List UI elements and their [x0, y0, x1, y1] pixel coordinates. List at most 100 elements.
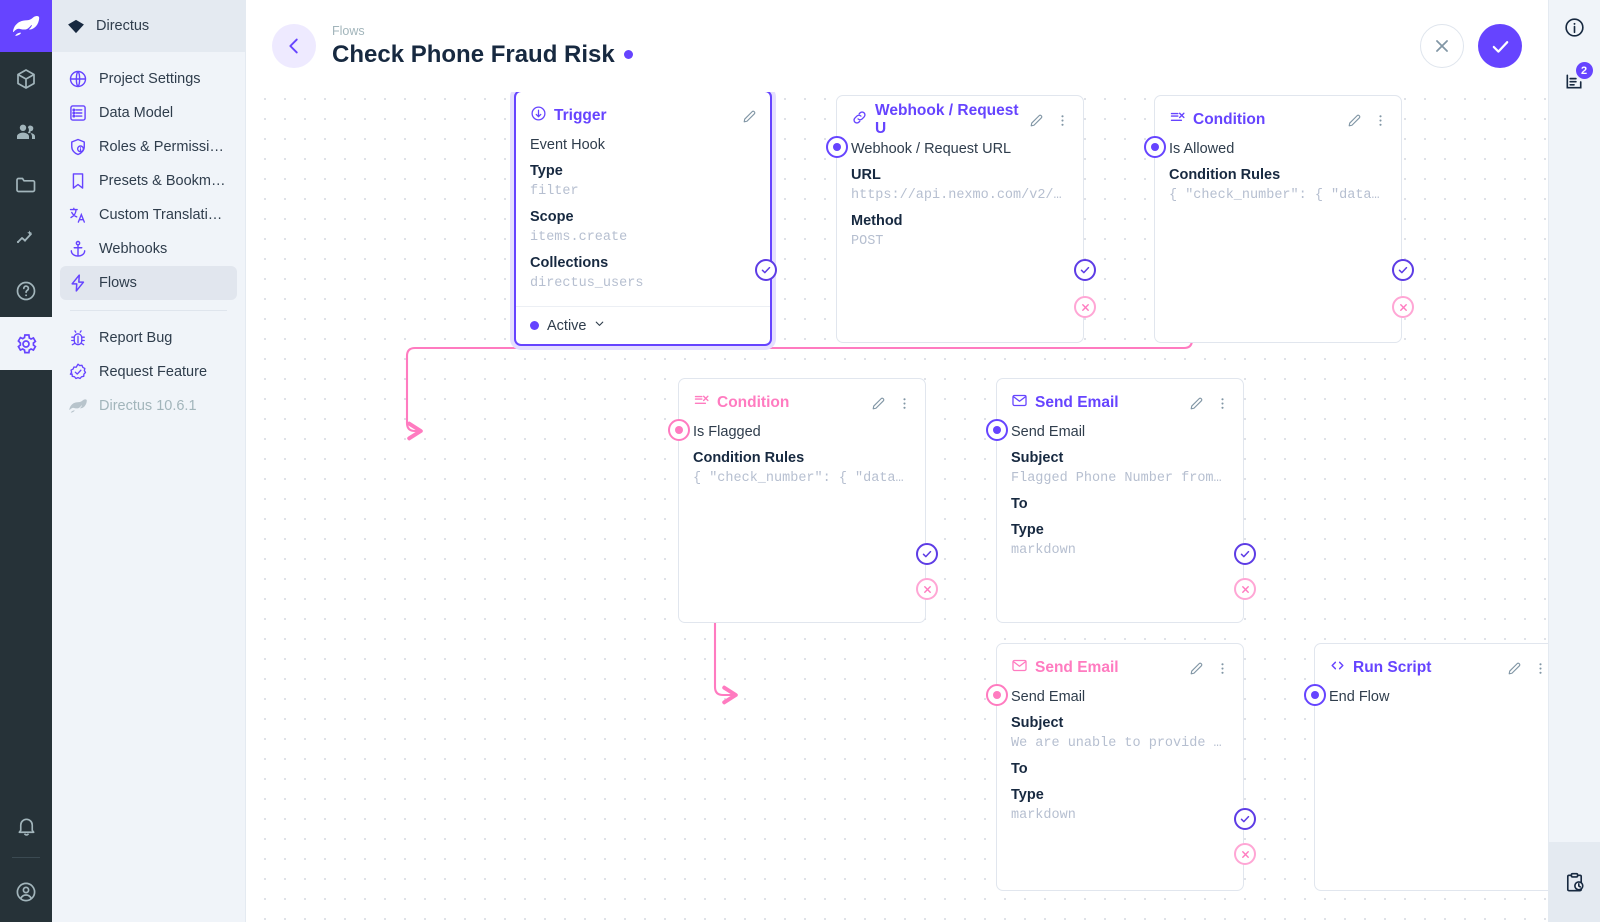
port-reject-send-email-unable[interactable] [1234, 843, 1256, 865]
edit-pencil-icon[interactable] [1188, 660, 1205, 677]
sidebar-title: Directus [96, 18, 150, 34]
edit-pencil-icon[interactable] [870, 395, 887, 412]
flow-node-run-script[interactable]: Run Script End Flow [1314, 643, 1548, 891]
port-input-condition-is-allowed[interactable] [1144, 136, 1166, 158]
sidebar-item-file-library[interactable] [0, 158, 52, 211]
flow-node-condition-is-flagged[interactable]: Condition Is Flagged Condition Rules [678, 378, 926, 623]
sidebar-nav: Project Settings Data Model Roles & Perm… [52, 52, 245, 389]
sidebar-item-request-feature[interactable]: Request Feature [60, 355, 237, 389]
sidebar-item-settings[interactable] [0, 317, 52, 370]
node-type-label: Send Email [1035, 659, 1119, 676]
breadcrumb: Flows Check Phone Fraud Risk [332, 23, 633, 70]
port-reject-webhook[interactable] [1074, 296, 1096, 318]
sidebar-divider [70, 310, 227, 311]
flow-node-send-email-flagged[interactable]: Send Email Send Email Subject Flagged [996, 378, 1244, 623]
port-resolve-condition-is-allowed[interactable] [1392, 259, 1414, 281]
sidebar-item-user-directory[interactable] [0, 105, 52, 158]
sidebar-item-flows[interactable]: Flows [60, 266, 237, 300]
sidebar-item-report-bug[interactable]: Report Bug [60, 321, 237, 355]
node-name: Webhook / Request URL [851, 141, 1012, 157]
save-button[interactable] [1478, 24, 1522, 68]
flow-logs-icon[interactable]: 2 [1549, 54, 1600, 108]
activity-log-icon[interactable] [1548, 842, 1600, 922]
sidebar-item-roles-permissions[interactable]: Roles & Permissions [60, 130, 237, 164]
port-resolve-condition-is-flagged[interactable] [916, 543, 938, 565]
port-resolve-send-email-unable[interactable] [1234, 808, 1256, 830]
bolt-icon [68, 273, 88, 293]
rail-divider [12, 857, 40, 858]
edit-pencil-icon[interactable] [1188, 395, 1205, 412]
port-reject-condition-is-allowed[interactable] [1392, 296, 1414, 318]
more-options-icon[interactable] [1532, 660, 1548, 677]
node-body: Send Email Subject Flagged Phone Number … [997, 418, 1243, 575]
edit-pencil-icon[interactable] [741, 108, 758, 125]
breadcrumb-flows[interactable]: Flows [332, 23, 365, 38]
port-input-run-script[interactable] [1304, 684, 1326, 706]
port-resolve-webhook[interactable] [1074, 259, 1096, 281]
directus-logo[interactable] [0, 0, 52, 52]
node-tools [1346, 112, 1389, 129]
flow-node-webhook[interactable]: Webhook / Request U Webhook / Request UR… [836, 95, 1084, 343]
field-key: Type [1011, 787, 1044, 803]
more-options-icon[interactable] [1372, 112, 1389, 129]
sidebar-item-label: Request Feature [99, 364, 208, 380]
more-options-icon[interactable] [1054, 112, 1071, 129]
edit-pencil-icon[interactable] [1506, 660, 1523, 677]
sidebar-item-project-settings[interactable]: Project Settings [60, 62, 237, 96]
node-type-label: Run Script [1353, 659, 1432, 676]
status-badge[interactable]: Active [547, 317, 606, 334]
status-label: Active [547, 317, 587, 334]
chevron-down-icon[interactable] [593, 317, 606, 334]
more-options-icon[interactable] [896, 395, 913, 412]
sidebar-item-custom-translations[interactable]: Custom Translations [60, 198, 237, 232]
user-account-icon[interactable] [0, 862, 52, 922]
port-input-webhook[interactable] [826, 136, 848, 158]
port-reject-send-email-flagged[interactable] [1234, 578, 1256, 600]
field-key: Type [1011, 522, 1044, 538]
node-header: Trigger [516, 101, 770, 131]
node-type: Run Script [1329, 657, 1431, 679]
port-resolve-trigger[interactable] [755, 259, 777, 281]
port-input-send-email-unable[interactable] [986, 684, 1008, 706]
edit-pencil-icon[interactable] [1028, 112, 1045, 129]
edit-pencil-icon[interactable] [1346, 112, 1363, 129]
mail-icon [1011, 392, 1028, 414]
node-name: Send Email [1011, 424, 1086, 440]
node-type: Trigger [530, 105, 607, 127]
bookmark-icon [68, 171, 88, 191]
sidebar-item-insights[interactable] [0, 211, 52, 264]
more-options-icon[interactable] [1214, 660, 1231, 677]
node-header: Send Email [997, 388, 1243, 418]
node-body: Send Email Subject We are unable to prov… [997, 683, 1243, 840]
port-input-send-email-flagged[interactable] [986, 419, 1008, 441]
node-tools [870, 395, 913, 412]
flow-node-send-email-unable[interactable]: Send Email Send Email Subject We are [996, 643, 1244, 891]
bug-icon [68, 328, 88, 348]
field-key: Collections [530, 255, 609, 271]
flow-graph[interactable]: Trigger Event Hook Type filter Scope ite… [246, 0, 1548, 922]
flow-node-condition-is-allowed[interactable]: Condition Is Allowed Condition Rules [1154, 95, 1402, 343]
port-reject-condition-is-flagged[interactable] [916, 578, 938, 600]
port-input-condition-is-flagged[interactable] [668, 419, 690, 441]
flow-node-trigger[interactable]: Trigger Event Hook Type filter Scope ite… [514, 90, 772, 346]
sidebar-item-documentation[interactable] [0, 264, 52, 317]
version-label: Directus 10.6.1 [99, 398, 197, 414]
more-options-icon[interactable] [1214, 395, 1231, 412]
sidebar-item-data-model[interactable]: Data Model [60, 96, 237, 130]
back-button[interactable] [272, 24, 316, 68]
flow-canvas-area[interactable]: Flows Check Phone Fraud Risk [246, 0, 1548, 922]
field-value: { "check_number": { "data"… [693, 471, 911, 486]
field-value: POST [851, 234, 884, 249]
notifications-icon[interactable] [0, 800, 52, 853]
flow-info-icon[interactable] [1549, 0, 1600, 54]
sidebar-item-presets-bookmarks[interactable]: Presets & Bookmar… [60, 164, 237, 198]
port-resolve-send-email-flagged[interactable] [1234, 543, 1256, 565]
module-rail [0, 0, 52, 922]
field-value: Flagged Phone Number from … [1011, 471, 1229, 486]
sidebar-item-collections[interactable] [0, 52, 52, 105]
sidebar-item-webhooks[interactable]: Webhooks [60, 232, 237, 266]
cancel-button[interactable] [1420, 24, 1464, 68]
trigger-icon [530, 105, 547, 127]
active-status-dot [530, 321, 539, 330]
translate-icon [68, 205, 88, 225]
